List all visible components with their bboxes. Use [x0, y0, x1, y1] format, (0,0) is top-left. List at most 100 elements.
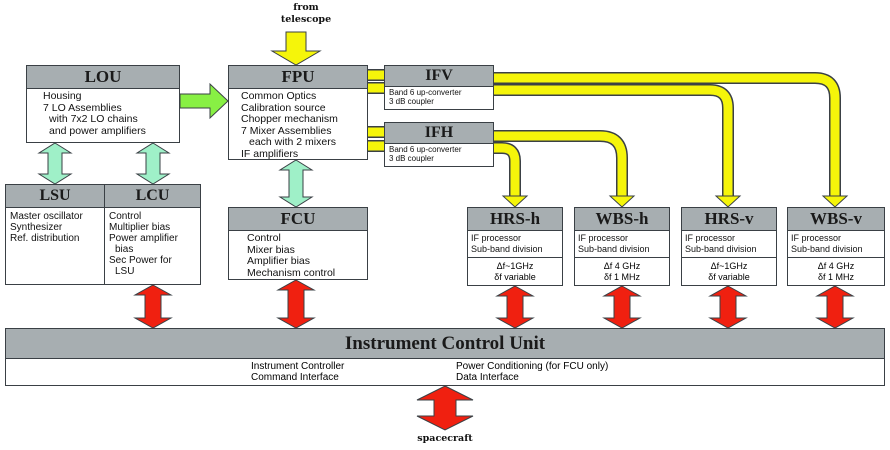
wbs-h-title: WBS-h — [575, 208, 669, 231]
hrs-v-body: IF processor Sub-band division — [682, 231, 776, 257]
fcu-line: Mixer bias — [247, 243, 295, 256]
fpu-line: Chopper mechanism — [241, 113, 338, 125]
fcu-line: Amplifier bias — [247, 255, 311, 267]
fcu-line: Mechanism control — [247, 266, 336, 279]
lsu-line: Synthesizer — [10, 222, 63, 233]
wbs-v-icu-arrow — [815, 285, 855, 329]
if-path-ifh-wbs-h — [494, 131, 627, 200]
icu-title: Instrument Control Unit — [6, 329, 884, 359]
from-telescope-label: from telescope — [266, 2, 346, 26]
from-telescope-line: telescope — [280, 14, 332, 25]
hrs-h-box: HRS-h IF processor Sub-band division Δf~… — [467, 207, 563, 286]
hrs-h-title: HRS-h — [468, 208, 562, 231]
ifh-title: IFH — [385, 123, 493, 144]
lcu-title: LCU — [105, 185, 200, 208]
fcu-line: Control — [247, 232, 281, 244]
fpu-line: Calibration source — [241, 101, 326, 114]
hrs-h-line: Sub-band division — [471, 243, 543, 254]
icu-spacecraft-arrow — [416, 385, 474, 431]
icu-line: Power Conditioning (for FCU only) — [456, 361, 609, 372]
wbs-h-line: Sub-band division — [578, 243, 650, 254]
wbs-v-spec: δf 1 MHz — [817, 271, 854, 282]
icu-box: Instrument Control Unit Instrument Contr… — [5, 328, 885, 386]
lcu-line: Multiplier bias — [109, 222, 171, 233]
wbs-v-body: IF processor Sub-band division — [788, 231, 884, 257]
if-arrowhead-wbs-v — [821, 195, 849, 208]
lsu-box: LSU Master oscillator Synthesizer Ref. d… — [5, 184, 105, 285]
fpu-body: Common Optics Calibration source Chopper… — [229, 89, 367, 162]
lsu-title: LSU — [6, 185, 104, 208]
wbs-h-specs: Δf 4 GHz δf 1 MHz — [575, 257, 669, 282]
hrs-v-icu-arrow — [708, 285, 748, 329]
wbs-h-spec: Δf 4 GHz — [603, 261, 641, 271]
icu-col2: Power Conditioning (for FCU only) Data I… — [456, 361, 608, 383]
lcu-line: Control — [109, 211, 142, 222]
fcu-icu-arrow — [276, 279, 316, 329]
wbs-h-box: WBS-h IF processor Sub-band division Δf … — [574, 207, 670, 286]
fpu-title: FPU — [229, 66, 367, 89]
ifh-line: 3 dB coupler — [389, 154, 434, 163]
lou-fpu-arrow — [179, 82, 229, 120]
hrs-v-spec: δf variable — [708, 271, 750, 282]
wbs-v-line: Sub-band division — [791, 243, 863, 254]
hrs-h-icu-arrow — [495, 285, 535, 329]
wbs-v-spec: Δf 4 GHz — [817, 261, 855, 271]
wbs-v-line: IF processor — [791, 233, 842, 243]
hrs-v-spec: Δf~1GHz — [710, 261, 748, 271]
wbs-h-spec: δf 1 MHz — [603, 271, 640, 282]
lcu-box: LCU Control Multiplier bias Power amplif… — [104, 184, 201, 285]
hrs-v-line: Sub-band division — [685, 243, 757, 254]
hrs-h-body: IF processor Sub-band division — [468, 231, 562, 257]
fcu-body: Control Mixer bias Amplifier bias Mechan… — [229, 231, 367, 279]
fcu-title: FCU — [229, 208, 367, 231]
ifv-line: Band 6 up-converter — [389, 88, 462, 97]
ifv-body: Band 6 up-converter 3 dB coupler — [385, 87, 493, 107]
lou-line: and power amplifiers — [49, 124, 146, 137]
wbs-v-box: WBS-v IF processor Sub-band division Δf … — [787, 207, 885, 286]
hrs-h-spec: δf variable — [494, 271, 536, 282]
ifv-box: IFV Band 6 up-converter 3 dB coupler — [384, 65, 494, 110]
lcu-line: LSU — [115, 266, 135, 277]
fcu-box: FCU Control Mixer bias Amplifier bias Me… — [228, 207, 368, 280]
icu-line: Instrument Controller — [251, 361, 345, 372]
fpu-line: each with 2 mixers — [249, 136, 336, 148]
lou-box: LOU Housing 7 LO Assemblies with 7x2 LO … — [26, 65, 180, 143]
ifh-line: Band 6 up-converter — [389, 145, 462, 154]
ifh-body: Band 6 up-converter 3 dB coupler — [385, 144, 493, 164]
hrs-v-specs: Δf~1GHz δf variable — [682, 257, 776, 282]
ifv-title: IFV — [385, 66, 493, 87]
hrs-v-title: HRS-v — [682, 208, 776, 231]
if-path-ifv-wbs-v — [494, 73, 840, 200]
lcu-line: Power amplifier — [109, 233, 178, 244]
lsu-body: Master oscillator Synthesizer Ref. distr… — [6, 208, 104, 247]
lcu-icu-arrow — [133, 284, 173, 329]
hrs-h-spec: Δf~1GHz — [496, 261, 534, 271]
hrs-v-line: IF processor — [685, 233, 736, 243]
hrs-h-specs: Δf~1GHz δf variable — [468, 257, 562, 282]
lcu-body: Control Multiplier bias Power amplifier … — [105, 208, 200, 280]
lou-line: with 7x2 LO chains — [49, 113, 138, 125]
if-path-ifv-hrs-v — [494, 85, 733, 200]
wbs-v-title: WBS-v — [788, 208, 884, 231]
lou-lcu-arrow — [135, 142, 171, 185]
if-arrowhead-hrs-v — [714, 195, 742, 208]
hrs-v-box: HRS-v IF processor Sub-band division Δf~… — [681, 207, 777, 286]
lcu-line: Sec Power for — [109, 255, 172, 266]
if-arrowhead-hrs-h — [501, 195, 529, 208]
if-path-ifv-hrs-v-outline — [494, 84, 734, 200]
fpu-line: Common Optics — [241, 90, 317, 102]
wbs-h-body: IF processor Sub-band division — [575, 231, 669, 257]
ifh-box: IFH Band 6 up-converter 3 dB coupler — [384, 122, 494, 167]
lcu-line: bias — [115, 244, 134, 255]
telescope-arrow — [270, 31, 322, 66]
wbs-h-line: IF processor — [578, 233, 629, 243]
lou-lsu-arrow — [37, 142, 73, 185]
lsu-line: Ref. distribution — [10, 233, 80, 244]
fpu-box: FPU Common Optics Calibration source Cho… — [228, 65, 368, 160]
fpu-line: IF amplifiers — [241, 147, 299, 160]
icu-body: Instrument Controller Command Interface … — [6, 359, 884, 386]
icu-line: Command Interface — [251, 372, 339, 383]
lou-body: Housing 7 LO Assemblies with 7x2 LO chai… — [27, 89, 179, 139]
wbs-v-specs: Δf 4 GHz δf 1 MHz — [788, 257, 884, 282]
icu-line: Data Interface — [456, 372, 519, 383]
